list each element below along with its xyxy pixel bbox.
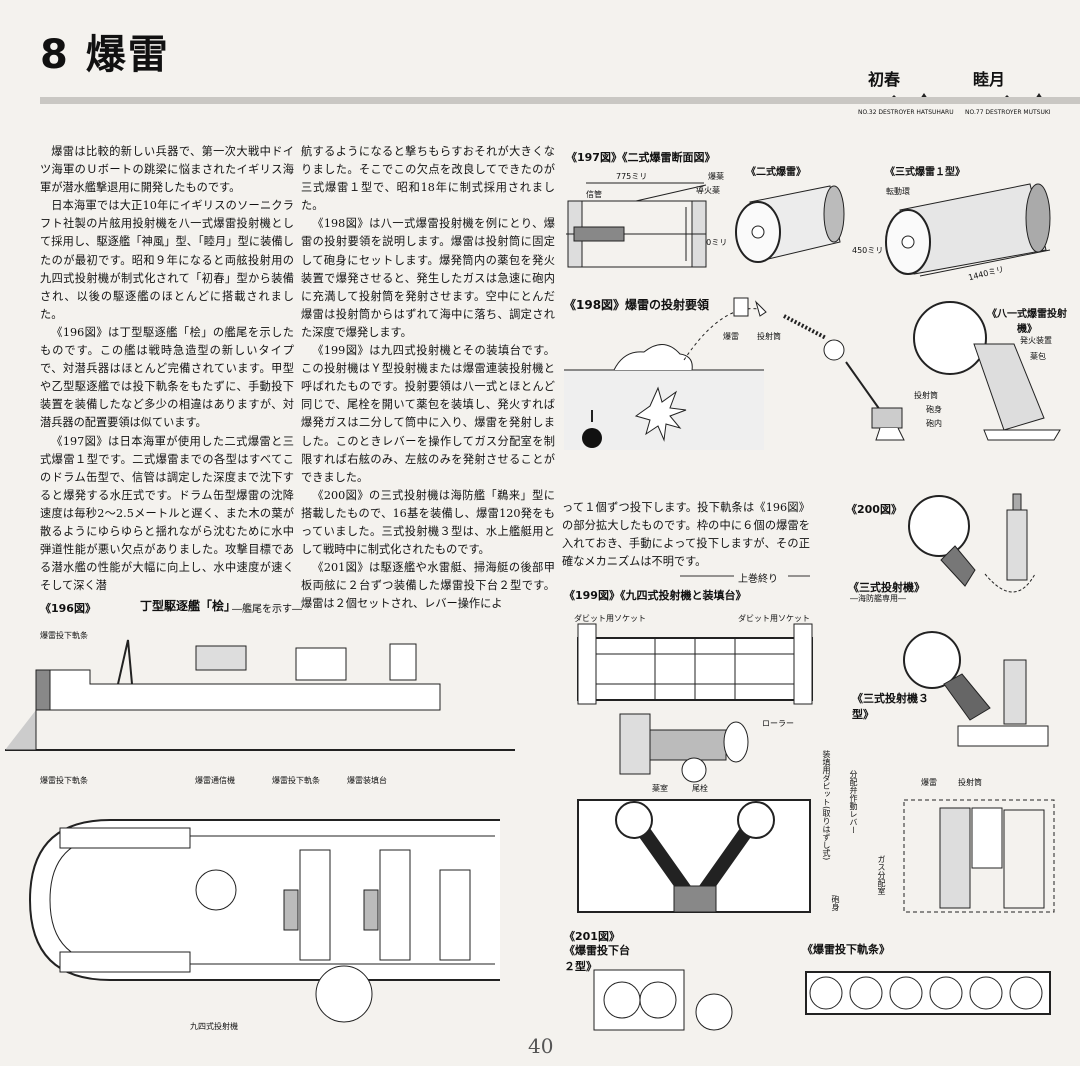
type3-projector-drawing	[905, 490, 1045, 610]
ship-name: 初春	[868, 70, 901, 89]
destroyer-stern-plan-view	[20, 780, 500, 1030]
part-label: 尾栓	[692, 784, 708, 793]
paragraph: 《199図》は九四式投射機とその装填台です。この投射機はＹ型投射機または爆雷連装…	[301, 344, 555, 484]
dimension-label: 775ミリ	[616, 172, 648, 181]
figure-title: 《201図》	[564, 930, 620, 943]
part-label: 投射筒	[958, 778, 982, 787]
release-rail-drawing	[804, 968, 1054, 1018]
figure-title: 《196図》	[40, 602, 96, 615]
destroyer-stern-side-view	[5, 640, 515, 750]
type3-projector-model3-drawing	[900, 630, 1050, 760]
dimension-label: 450ミリ	[852, 246, 884, 255]
text-column-2: 航するようになると撃ちもらすおそれが大きくなりました。そこでこの欠点を改良してで…	[301, 143, 555, 613]
figure-title: 《197図》《二式爆雷断面図》	[566, 151, 716, 164]
figure-subtitle: 《三式投射機３型》	[852, 692, 929, 721]
part-label: 九四式投射機	[190, 1022, 238, 1031]
part-label: ガス分配室	[877, 855, 886, 895]
figure-title: 《198図》爆雷の投射要領	[564, 298, 710, 312]
part-label: 爆雷	[921, 778, 937, 787]
ship-badge-mutsuki: 睦月 NO.77 DESTROYER MUTSUKI	[965, 66, 1073, 116]
launch-sequence-drawing	[564, 290, 1064, 450]
type2-depth-charge-drum-drawing	[730, 182, 850, 272]
paragraph: 航するようになると撃ちもらすおそれが大きくなりました。そこでこの欠点を改良してで…	[301, 145, 555, 213]
paragraph: って１個ずつ投下します。投下軌条は《196図》の部分拡大したものです。枠の中に６…	[562, 501, 810, 569]
part-label: 装填用ダビット(取りはずし式)	[822, 750, 831, 861]
ship-caption: NO.77 DESTROYER MUTSUKI	[965, 109, 1051, 116]
part-label: 薬包	[1030, 352, 1046, 361]
part-label: 爆雷装填台	[347, 776, 387, 785]
end-note-rules	[680, 574, 960, 578]
part-label: 発火装置	[1020, 336, 1052, 345]
figure-subtitle: 《爆雷投下台２型》	[564, 944, 630, 973]
part-label: 分配弁作動レバー	[849, 770, 858, 834]
part-label: 爆雷投下軌条	[272, 776, 320, 785]
ship-name: 睦月	[973, 70, 1006, 89]
header-rule	[40, 97, 1080, 104]
figure-subtitle: ―海防艦専用―	[850, 594, 906, 603]
part-label: 爆雷通信機	[195, 776, 235, 785]
page-title: 8 爆雷	[40, 32, 170, 78]
part-label: ダビット用ソケット	[574, 614, 646, 623]
part-label: 転動環	[886, 187, 910, 196]
figure-title: 《199図》《九四式投射機と装填台》	[564, 589, 747, 602]
figure-subtitle: 《三式投射機》	[848, 581, 925, 594]
release-rack-type2-drawing	[592, 960, 722, 1040]
part-label: 爆雷	[723, 332, 739, 341]
part-label: 爆雷投下軌条	[40, 631, 88, 640]
part-label: 爆雷投下軌条	[40, 776, 88, 785]
figure-subtitle: 《三式爆雷１型》	[885, 167, 965, 178]
page-number: 40	[528, 1034, 554, 1058]
part-label: 投射筒	[914, 391, 938, 400]
part-label: 導火薬	[696, 186, 720, 195]
figure-subtitle: 《二式爆雷》	[746, 167, 806, 178]
paragraph: 日本海軍では大正10年にイギリスのソーニクラフト社製の片舷用投射機を八一式爆雷投…	[40, 199, 294, 321]
part-label: 砲身	[926, 405, 942, 414]
paragraph: 《201図》は駆逐艦や水雷艇、掃海艇の後部甲板両舷に２台ずつ装備した爆雷投下台２…	[301, 561, 555, 611]
part-label: 投射筒	[757, 332, 781, 341]
paragraph: 《198図》は八一式爆雷投射機を例にとり、爆雷の投射要領を説明します。爆雷は投射…	[301, 217, 555, 339]
type94-projector-plan-drawing	[616, 710, 766, 790]
figure-caption: ―艦尾を示す―	[232, 604, 302, 615]
paragraph: 爆雷は比較的新しい兵器で、第一次大戦中ドイツ海軍のＵボートの跳梁に悩まされたイギ…	[40, 145, 294, 195]
dimension-label: 450ミリ	[696, 238, 728, 247]
type3-depth-charge-drawing	[880, 180, 1060, 280]
depth-charge-cross-section-drawing	[566, 177, 716, 277]
type94-projector-side-drawing	[900, 790, 1060, 920]
part-label: 砲身	[831, 895, 840, 911]
figure-subtitle: 《爆雷投下軌条》	[802, 943, 890, 956]
ship-badge-hatsuharu: 初春 NO.32 DESTROYER HATSUHARU	[858, 66, 958, 116]
part-label: 信管	[586, 190, 602, 199]
part-label: 爆薬	[708, 172, 724, 181]
end-note: 上巻終り	[738, 574, 778, 585]
figure-caption: 丁型駆逐艦「桧」	[140, 599, 237, 613]
part-label: ダビット用ソケット	[738, 614, 810, 623]
paragraph: 《196図》は丁型駆逐艦「桧」の艦尾を示したものです。この艦は戦時急造型の新しい…	[40, 325, 294, 430]
part-label: 砲内	[926, 419, 942, 428]
part-label: 薬室	[652, 784, 668, 793]
type94-projector-front-drawing	[570, 790, 820, 920]
part-label: ローラー	[762, 719, 794, 728]
paragraph: 《197図》は日本海軍が使用した二式爆雷と三式爆雷１型です。二式爆雷までの各型は…	[40, 434, 294, 593]
text-column-3: って１個ずつ投下します。投下軌条は《196図》の部分拡大したものです。枠の中に６…	[562, 499, 810, 571]
figure-subtitle: 《八一式爆雷投射機》	[987, 309, 1067, 335]
type94-loading-rack-plan-drawing	[570, 624, 820, 704]
text-column-1: 爆雷は比較的新しい兵器で、第一次大戦中ドイツ海軍のＵボートの跳梁に悩まされたイギ…	[40, 143, 294, 595]
paragraph: 《200図》の三式投射機は海防艦「鵜来」型に搭載したもので、16基を装備し、爆雷…	[301, 488, 555, 557]
ship-caption: NO.32 DESTROYER HATSUHARU	[858, 109, 954, 116]
figure-title: 《200図》	[846, 503, 902, 516]
